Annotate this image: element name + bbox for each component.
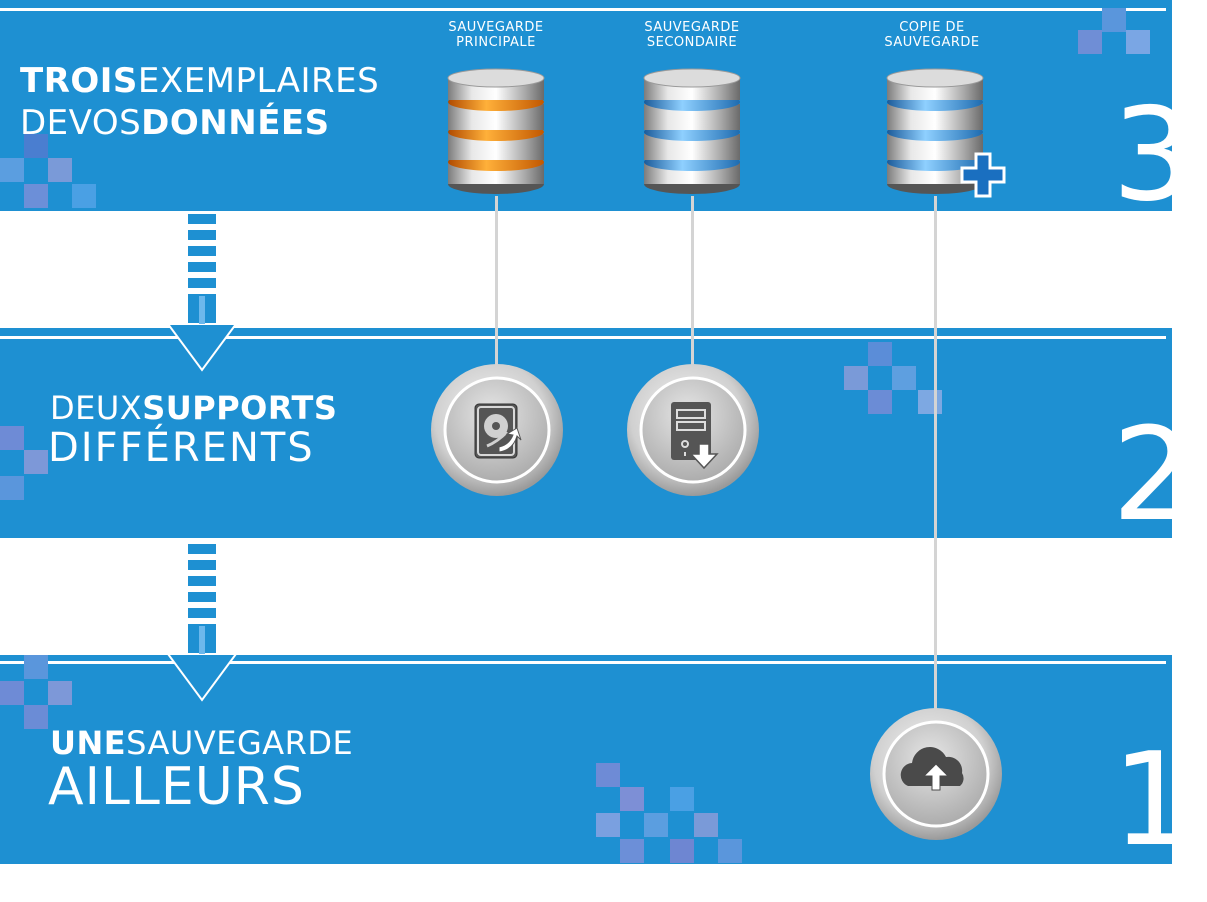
- cloud-upload-icon: [870, 708, 1002, 840]
- decor-square: [670, 839, 694, 863]
- database-blue-icon: [643, 68, 741, 194]
- decor-square: [868, 390, 892, 414]
- decor-square: [694, 813, 718, 837]
- decor-square: [718, 839, 742, 863]
- decor-square: [596, 813, 620, 837]
- row-one-number: 1: [1112, 726, 1172, 865]
- decor-square: [620, 839, 644, 863]
- decor-square: [892, 366, 916, 390]
- decor-square: [48, 681, 72, 705]
- decor-square: [918, 390, 942, 414]
- decor-square: [24, 655, 48, 679]
- row-three-title: TROISEXEMPLAIRES: [20, 61, 380, 101]
- row-one-title: UNESAUVEGARDE: [50, 724, 354, 762]
- decor-square: [844, 366, 868, 390]
- band-mid-rule: [0, 336, 1166, 339]
- decor-square: [0, 681, 24, 705]
- decor-square: [1126, 30, 1150, 54]
- row-two-subtitle: DIFFÉRENTS: [48, 425, 315, 471]
- decor-square: [670, 787, 694, 811]
- row-two-number: 2: [1112, 401, 1172, 539]
- row-three-subtitle: DEVOSDONNÉES: [20, 103, 330, 143]
- down-arrow-icon: [166, 214, 238, 372]
- decor-square: [24, 184, 48, 208]
- decor-square: [0, 158, 24, 182]
- database-blue-plus-icon: [886, 68, 1006, 198]
- server-tower-download-icon: [627, 364, 759, 496]
- decor-square: [868, 342, 892, 366]
- decor-square: [72, 184, 96, 208]
- connector-line: [934, 196, 937, 726]
- decor-square: [24, 134, 48, 158]
- decor-square: [24, 450, 48, 474]
- band-top-rule: [0, 8, 1166, 11]
- decor-square: [0, 476, 24, 500]
- down-arrow-icon: [166, 544, 238, 702]
- decor-square: [1078, 30, 1102, 54]
- row-two-band: DEUXSUPPORTS DIFFÉRENTS 2: [0, 328, 1172, 538]
- decor-square: [620, 787, 644, 811]
- hard-drive-icon: [431, 364, 563, 496]
- decor-square: [48, 158, 72, 182]
- connector-line: [495, 196, 498, 396]
- connector-line: [691, 196, 694, 396]
- decor-square: [644, 813, 668, 837]
- row-three-number: 3: [1112, 81, 1172, 212]
- database-orange-icon: [447, 68, 545, 194]
- row-one-subtitle: AILLEURS: [48, 757, 305, 817]
- decor-square: [0, 426, 24, 450]
- decor-square: [1102, 8, 1126, 32]
- decor-square: [596, 763, 620, 787]
- band-bot-rule: [0, 661, 1166, 664]
- decor-square: [24, 705, 48, 729]
- row-two-title: DEUXSUPPORTS: [50, 389, 338, 427]
